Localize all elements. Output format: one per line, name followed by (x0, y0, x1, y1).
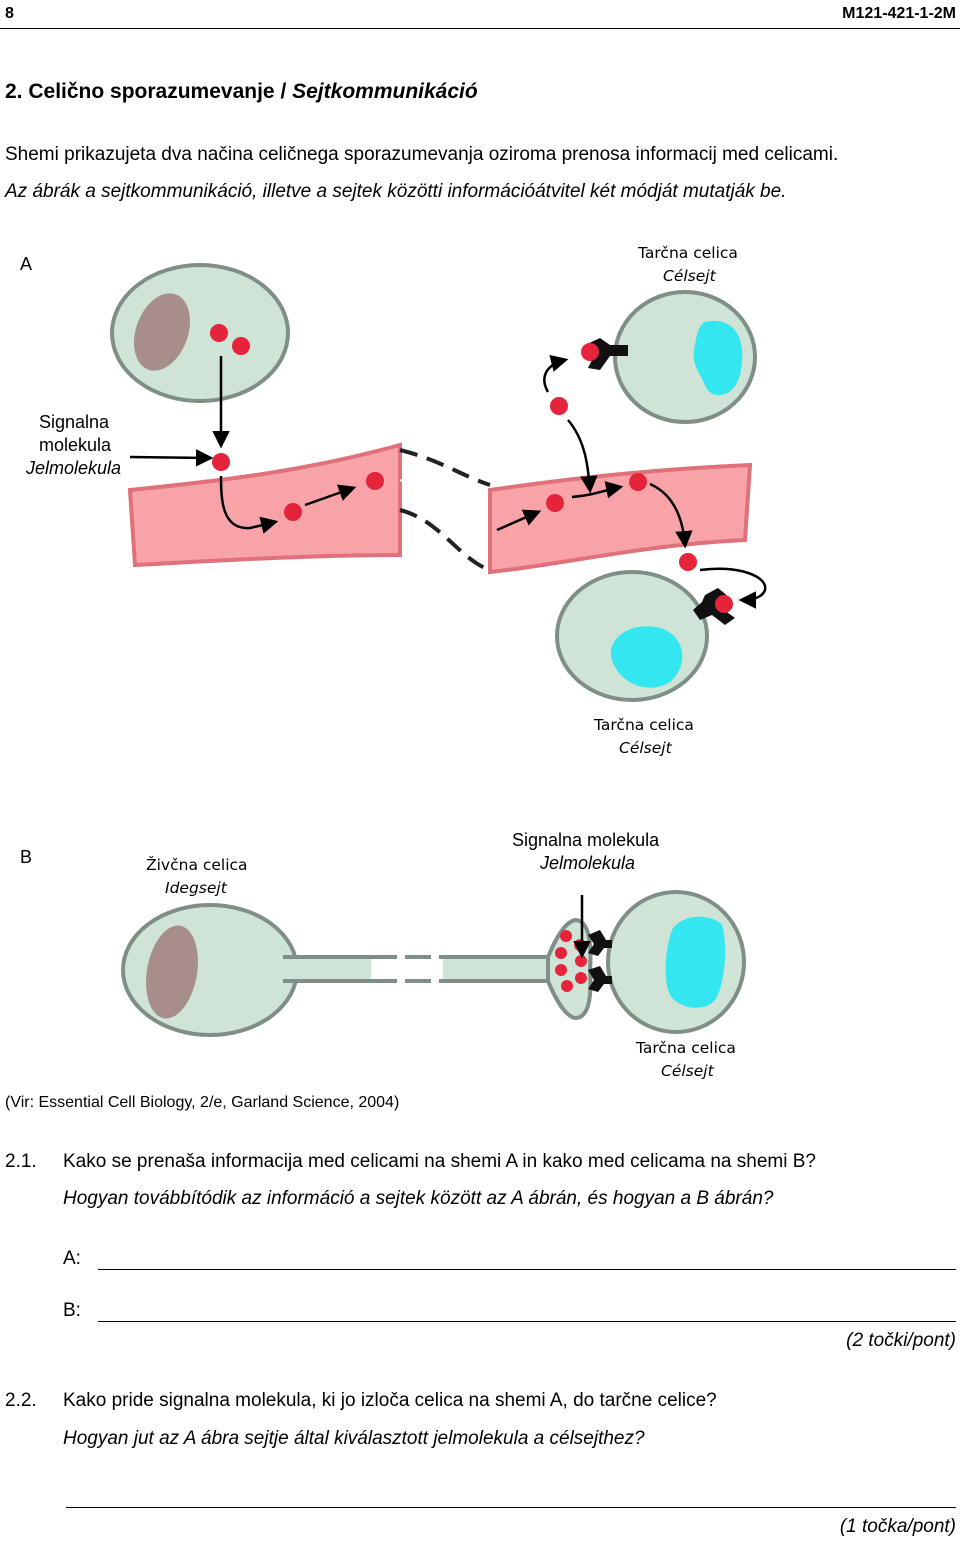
diagram-a-signal-label-hu: Jelmolekula (26, 458, 122, 478)
signal-molecule (284, 503, 302, 521)
diagram-b-neuron-label-hu: Idegsejt (165, 879, 227, 897)
signal-molecule (574, 939, 586, 951)
signal-molecule (561, 980, 573, 992)
diagram-a-target-top-label-hu: Célsejt (663, 267, 716, 285)
intro-slovene: Shemi prikazujeta dva načina celičnega s… (5, 144, 839, 165)
arrow-to-bottom-receptor (699, 567, 767, 609)
diagram-b-target-label-hu: Célsejt (661, 1062, 714, 1080)
diagram-b-target-label: Tarčna celica (636, 1039, 736, 1057)
signal-molecule (210, 324, 228, 342)
diagram-b-signal-label: Signalna molekula (512, 830, 660, 850)
receptor-b-top (588, 930, 612, 956)
exam-code: M121-421-1-2M (842, 5, 956, 22)
q1-answer-b-line[interactable] (98, 1321, 956, 1322)
blood-vessel-left (127, 442, 402, 568)
signal-molecule (575, 955, 587, 967)
header-rule (0, 28, 960, 29)
signal-molecule (575, 972, 587, 984)
target-cell-bottom-nucleus (610, 626, 683, 688)
signal-molecule (679, 553, 697, 571)
signal-molecule (366, 472, 384, 490)
arrow-flow-1 (304, 484, 357, 507)
q2-text-slovene: Kako pride signalna molekula, ki jo izlo… (63, 1390, 717, 1411)
blood-vessel-gap-bottom (399, 508, 491, 572)
arrow-flow-3 (571, 481, 624, 499)
arrow-label-pointer (129, 449, 214, 467)
diagram-a-signal-label-2: molekula (39, 435, 112, 455)
signal-molecule (550, 397, 568, 415)
neuron-nucleus (146, 925, 198, 1019)
q1-answer-a-line[interactable] (98, 1269, 956, 1270)
page-number: 8 (5, 5, 14, 22)
diagram-a-target-top-label: Tarčna celica (638, 244, 738, 262)
axon-segment-right (443, 957, 553, 981)
signal-molecule (555, 947, 567, 959)
q2-points: (1 točka/pont) (839, 1516, 956, 1537)
axon-segment-left (283, 957, 371, 981)
arrow-exit-top (567, 419, 598, 494)
signal-molecule (715, 595, 733, 613)
section-title-hungarian: Sejtkommunikáció (292, 80, 478, 103)
q1-answer-a-label: A: (63, 1248, 81, 1269)
arrow-to-top-receptor (543, 354, 569, 393)
diagram-a-letter: A (20, 254, 33, 274)
q1-text-hungarian: Hogyan továbbítódik az információ a sejt… (63, 1188, 774, 1209)
section-title-slovene: Celično sporazumevanje / (28, 80, 287, 103)
arrow-exit-bottom (649, 482, 693, 549)
signal-molecule (555, 964, 567, 976)
signal-molecule (560, 930, 572, 942)
diagram-a-endocrine-signaling (110, 263, 767, 702)
blood-vessel-gap-top (399, 448, 491, 487)
secreting-cell-nucleus (133, 293, 191, 371)
receptor-b-bottom (588, 966, 612, 992)
signal-molecule (629, 473, 647, 491)
citation: (Vir: Essential Cell Biology, 2/e, Garla… (5, 1094, 400, 1111)
q2-number: 2.2. (5, 1390, 37, 1411)
q1-points: (2 točki/pont) (846, 1330, 956, 1351)
section-number: 2. (5, 80, 23, 103)
q1-number: 2.1. (5, 1151, 37, 1172)
signal-molecule (581, 343, 599, 361)
signal-molecule (232, 337, 250, 355)
section-title: 2. Celično sporazumevanje / Sejtkommunik… (5, 80, 478, 104)
diagram-b-neuron-label: Živčna celica (146, 856, 248, 874)
blood-vessel-right (488, 462, 753, 575)
q2-text-hungarian: Hogyan jut az A ábra sejtje által kivála… (63, 1428, 645, 1449)
diagram-b-synaptic-signaling (121, 890, 746, 1037)
target-cell-b-nucleus (665, 916, 726, 1008)
blood-vessel-gap-middle (399, 479, 491, 526)
q2-answer-line[interactable] (66, 1507, 956, 1508)
diagram-b-signal-label-hu: Jelmolekula (540, 853, 636, 873)
signal-molecule (212, 453, 230, 471)
intro-hungarian: Az ábrák a sejtkommunikáció, illetve a s… (5, 181, 787, 202)
arrow-flow-2 (496, 509, 542, 532)
q1-text-slovene: Kako se prenaša informacija med celicami… (63, 1151, 816, 1172)
arrow-into-vessel (219, 475, 279, 534)
target-cell-top-nucleus (693, 320, 743, 396)
diagram-a-target-bottom-label: Tarčna celica (594, 716, 694, 734)
q1-answer-b-label: B: (63, 1300, 81, 1321)
signal-molecule (546, 494, 564, 512)
diagram-a-signal-label-1: Signalna (39, 412, 110, 432)
diagram-a-target-bottom-label-hu: Célsejt (619, 739, 672, 757)
diagram-b-letter: B (20, 847, 33, 867)
